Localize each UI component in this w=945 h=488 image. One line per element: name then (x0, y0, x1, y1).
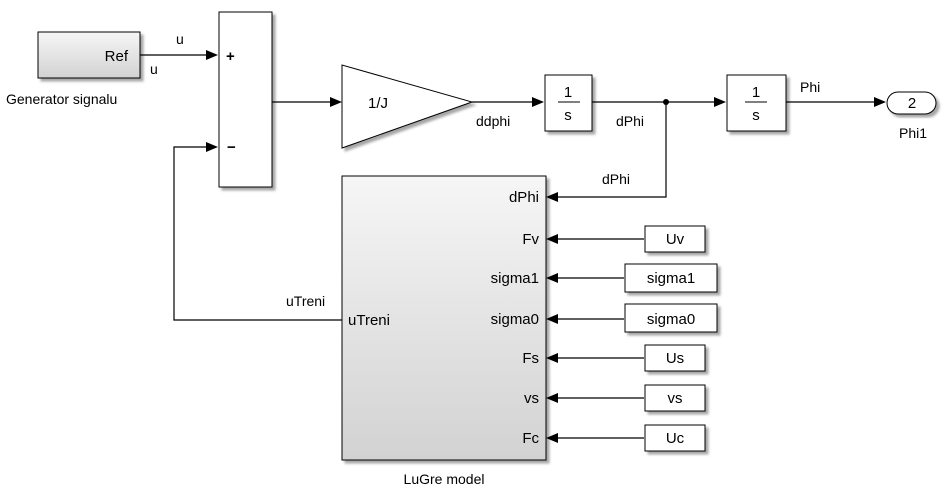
lugre-input-port-label: dPhi (509, 189, 539, 206)
arrow-head (546, 393, 558, 403)
arrow-head (206, 142, 218, 152)
generator-block[interactable]: Ref (37, 31, 141, 79)
gain-label: 1/J (368, 95, 388, 112)
signal-label-dphi-feedback: dPhi (602, 171, 630, 187)
constant-value: Uv (666, 231, 685, 248)
wire-utreni[interactable] (173, 146, 342, 321)
integrator-1-block[interactable]: 1 s (544, 74, 593, 132)
arrow-head (874, 97, 886, 107)
constant-block-sigma0[interactable]: sigma0 (624, 303, 718, 333)
signal-label-dphi: dPhi (616, 113, 644, 129)
sum-plus-sign: + (226, 48, 235, 65)
arrow-head (546, 234, 558, 244)
lugre-input-port-label: sigma0 (491, 311, 539, 328)
signal-label-u-top: u (176, 31, 184, 47)
constant-value: vs (668, 390, 683, 407)
arrow-head (330, 97, 342, 107)
lugre-input-port-label: vs (524, 390, 539, 407)
integrator-2-numerator: 1 (752, 84, 760, 101)
integrator-2-block[interactable]: 1 s (726, 74, 787, 132)
arrow-head (546, 433, 558, 443)
outport-caption: Phi1 (899, 125, 927, 141)
constant-value: sigma1 (647, 270, 695, 287)
sum-block[interactable]: + − (218, 11, 273, 188)
lugre-subsystem-block[interactable]: uTreni dPhi Fv sigma1 sigma0 Fs vs Fc (341, 175, 547, 461)
signal-label-ddphi: ddphi (476, 113, 510, 129)
arrow-head (546, 273, 558, 283)
arrow-head (546, 192, 558, 202)
arrow-head (532, 97, 544, 107)
constant-block-uc[interactable]: Uc (644, 424, 706, 452)
signal-labels: u u ddphi dPhi dPhi Phi uTreni (150, 31, 820, 309)
signal-label-u-bottom: u (150, 61, 158, 77)
integrator-1-numerator: 1 (564, 84, 572, 101)
lugre-input-port-label: Fc (522, 430, 539, 447)
generator-inner-label: Ref (105, 48, 129, 65)
arrow-head (546, 353, 558, 363)
constant-value: sigma0 (647, 311, 695, 328)
signal-label-phi: Phi (800, 79, 820, 95)
outport-block[interactable]: 2 (886, 91, 937, 115)
signal-label-utreni: uTreni (286, 293, 325, 309)
outport-number: 2 (908, 95, 916, 112)
constant-block-uv[interactable]: Uv (644, 225, 706, 253)
arrow-head (714, 97, 726, 107)
arrow-head (546, 314, 558, 324)
wire-dphi-feedback[interactable] (558, 102, 667, 198)
lugre-input-port-label: Fv (522, 231, 539, 248)
constant-block-sigma1[interactable]: sigma1 (624, 263, 718, 293)
lugre-input-port-label: sigma1 (491, 270, 539, 287)
constant-value: Uc (666, 430, 685, 447)
constant-block-vs[interactable]: vs (644, 384, 706, 412)
generator-caption: Generator signalu (6, 91, 117, 107)
gain-block[interactable]: 1/J (341, 64, 474, 149)
sum-minus-sign: − (227, 139, 236, 156)
constant-block-us[interactable]: Us (644, 344, 706, 372)
integrator-1-denominator: s (564, 107, 572, 124)
arrow-head (206, 50, 218, 60)
signal-lines (140, 50, 886, 443)
integrator-2-denominator: s (752, 107, 760, 124)
lugre-input-port-label: Fs (522, 350, 539, 367)
lugre-caption: LuGre model (404, 471, 485, 487)
constant-value: Us (666, 350, 684, 367)
lugre-output-port-label: uTreni (348, 312, 390, 329)
